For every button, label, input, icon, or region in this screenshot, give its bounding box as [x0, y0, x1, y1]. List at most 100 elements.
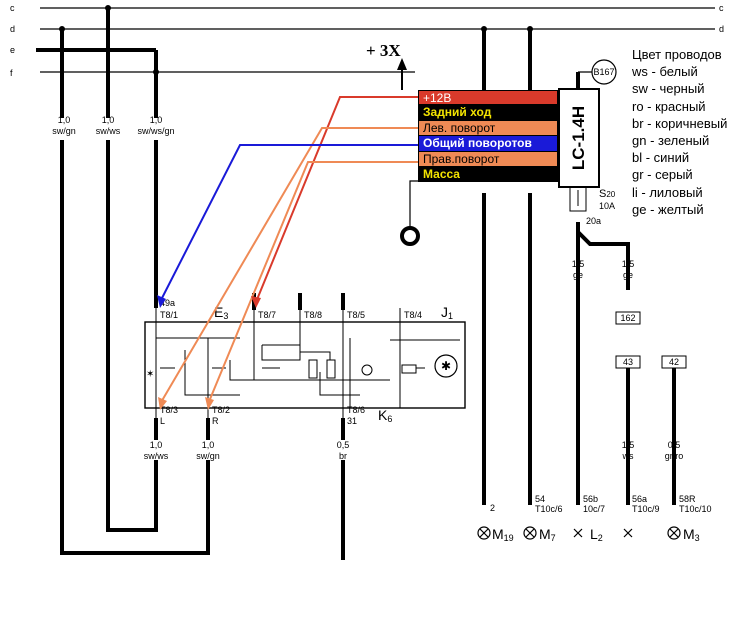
wire-size: 1,5: [622, 440, 635, 450]
legend-item: ws - белый: [632, 64, 698, 80]
lamp-pin: 56a: [632, 494, 647, 504]
module-internal-wiring: [155, 308, 460, 418]
lamp-pin-sub: T10c/9: [632, 504, 660, 514]
plus-3x-label: + 3X: [366, 41, 401, 60]
wire-color: br: [339, 451, 347, 461]
relay-row-left-turn: Лев. поворот: [418, 120, 558, 137]
wire-red-12v: [255, 96, 418, 303]
wire-size: 1,0: [58, 115, 71, 125]
relay-row-12v: +12В: [418, 90, 558, 106]
pin-label: T8/6: [347, 405, 365, 415]
ref-box: [615, 355, 641, 369]
pin-label: T8/5: [347, 310, 365, 320]
relay-row-common-turn: Общий поворотов: [418, 136, 558, 152]
lamp-pin: 58R: [679, 494, 696, 504]
relay-module: LC-1.4H: [558, 88, 600, 188]
lamp-icon: [623, 528, 633, 538]
wire-size: 0,5: [668, 440, 681, 450]
relay-row-ground: Масса: [418, 166, 558, 183]
legend-title: Цвет проводов: [632, 47, 722, 62]
indicator-lamp-icon: [361, 364, 373, 376]
legend-item: gr - серый: [632, 167, 693, 183]
ref-box-label: 42: [669, 357, 679, 367]
reference-boxes: 162 43 42: [615, 311, 687, 369]
wire-loop-outer: [60, 140, 210, 555]
bus-label-c-right: c: [719, 3, 724, 13]
lamp-pin: 54: [535, 494, 545, 504]
lamp-icon: [667, 526, 681, 540]
relay-name: LC-1.4H: [569, 105, 588, 171]
wire-color: sw/ws/gn: [137, 126, 174, 136]
wire-size: 1,0: [150, 115, 163, 125]
lamp-labels: M19 M7 L2 M3: [492, 526, 700, 543]
pin-label: T8/1: [160, 310, 178, 320]
legend-item: ro - красный: [632, 98, 706, 114]
lamp-label-m19: M19: [492, 526, 514, 543]
wire-loop-inner: [106, 140, 158, 532]
pin-label: T8/2: [212, 405, 230, 415]
wire-orange-left: [159, 127, 418, 405]
bottom-wire-labels: 1,0 sw/ws 1,0 sw/gn 0,5 br: [144, 440, 350, 461]
wire-blue-common: [159, 144, 418, 303]
plus-arrow-icon: [397, 58, 407, 70]
bus-label-d: d: [10, 24, 15, 34]
diode: [401, 364, 417, 374]
lamp-pin-sub: T10c/10: [679, 504, 712, 514]
colored-wires: [159, 96, 418, 405]
arrow-icon: [157, 295, 166, 308]
junction-dot: [481, 26, 487, 32]
lamp-pin-labels: 2 54 T10c/6 56b 10c/7 56a T10c/9 58R T10…: [490, 494, 712, 514]
wire-color: sw/ws: [144, 451, 169, 461]
pin-label: T8/8: [304, 310, 322, 320]
junction-dot: [527, 26, 533, 32]
bus-label-d-right: d: [719, 24, 724, 34]
wire-color: ge: [573, 270, 583, 280]
wire-color: gr/ro: [665, 451, 684, 461]
resistor: [308, 359, 318, 379]
lamp-icon: [573, 528, 583, 538]
lamp-icon: [477, 526, 491, 540]
legend-item: ge - желтый: [632, 201, 704, 217]
pin-label: 49a: [160, 298, 175, 308]
bus-label-c: c: [10, 3, 15, 13]
wire-color: ws: [622, 451, 634, 461]
right-wires: [482, 29, 676, 505]
lamps: [477, 526, 681, 540]
flasher-module-box: [144, 321, 466, 409]
k6-label: K6: [378, 407, 392, 424]
wire-size: 1,0: [202, 440, 215, 450]
module-components: ✱ ✶: [146, 354, 458, 380]
ref-box: [661, 355, 687, 369]
lamp-pin-sub: 10c/7: [583, 504, 605, 514]
wire-color: sw/gn: [196, 451, 220, 461]
pin-side: 31: [347, 416, 357, 426]
bus-label-f: f: [10, 68, 13, 78]
relay-row-reverse: Задний ход: [418, 105, 558, 121]
b167-label: B167: [593, 67, 614, 77]
wire-color-legend: Цвет проводов ws - белый sw - черный ro …: [632, 46, 727, 218]
bus-label-e: e: [10, 45, 15, 55]
pin-side: L: [160, 416, 165, 426]
pin-label: T8/4: [404, 310, 422, 320]
lamp-pin-sub: T10c/6: [535, 504, 563, 514]
ref-box-label: 162: [620, 313, 635, 323]
arrow-icon: [251, 296, 261, 308]
lamp-icon: [523, 526, 537, 540]
wire-size: 1,5: [622, 259, 635, 269]
ref-box-label: 43: [623, 357, 633, 367]
left-wires: [60, 8, 345, 560]
lamp-label-m7: M7: [539, 526, 556, 543]
wire-arrows: [157, 295, 261, 410]
relay-terminal-list: +12В Задний ход Лев. поворот Общий повор…: [418, 90, 558, 183]
switch-marker: ✶: [146, 369, 154, 380]
legend-item: sw - черный: [632, 81, 705, 97]
wire-size: 0,5: [337, 440, 350, 450]
lamp-label-m3: M3: [683, 526, 700, 543]
wire-orange-right: [207, 161, 418, 405]
pin-label: T8/3: [160, 405, 178, 415]
top-pins: 49a T8/1 T8/7 T8/8 T8/5 T8/4: [160, 298, 422, 320]
flasher-symbol: ✱: [441, 359, 451, 373]
wire-size: 1,0: [102, 115, 115, 125]
